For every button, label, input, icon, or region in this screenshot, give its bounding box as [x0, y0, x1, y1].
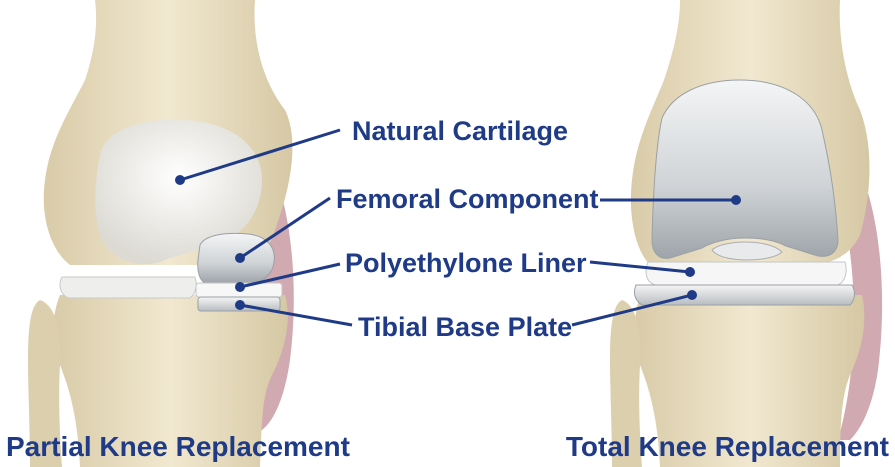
leader-dot-plate-right: [687, 290, 697, 300]
label-femoral-component: Femoral Component: [336, 184, 599, 214]
tibial-cartilage-left: [60, 277, 196, 298]
leader-dot-liner-right: [685, 267, 695, 277]
leader-dot-natural-cartilage: [175, 175, 185, 185]
total-knee-illustration: [610, 0, 882, 467]
label-natural-cartilage: Natural Cartilage: [352, 116, 568, 146]
annotation-polyethylene-liner: Polyethylone Liner: [235, 248, 695, 292]
label-tibial-base-plate: Tibial Base Plate: [358, 312, 572, 342]
leader-dot-plate-left: [235, 300, 245, 310]
polyethylene-liner-right: [646, 262, 846, 285]
caption-total-knee: Total Knee Replacement: [566, 431, 889, 462]
caption-partial-knee: Partial Knee Replacement: [6, 431, 350, 462]
leader-dot-liner-left: [235, 282, 245, 292]
leader-dot-femoral-left: [235, 253, 245, 263]
label-polyethylene-liner: Polyethylone Liner: [345, 248, 587, 278]
femoral-component-right: [652, 80, 838, 258]
leader-dot-femoral-right: [731, 195, 741, 205]
partial-knee-illustration: [28, 0, 294, 467]
